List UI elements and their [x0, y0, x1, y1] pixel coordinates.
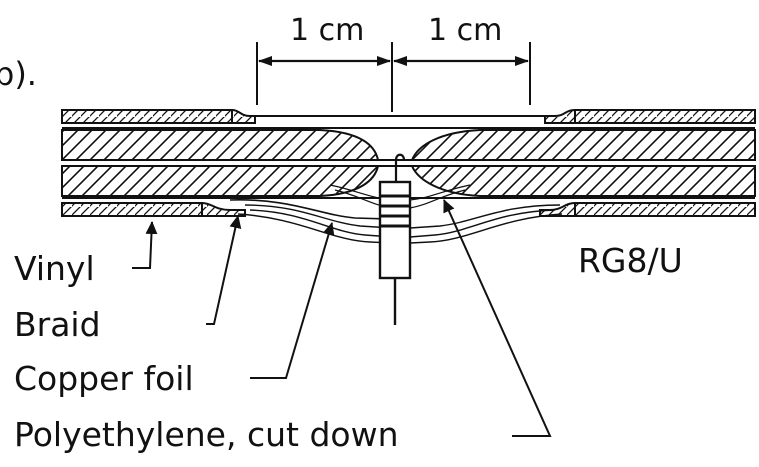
cable: [61, 108, 756, 325]
vinyl-jacket-bottom-right: [574, 202, 756, 217]
dimension-markers: [256, 42, 531, 112]
label-copper-foil: Copper foil: [14, 359, 194, 398]
polyethylene-right: [410, 129, 756, 161]
vinyl-jacket-top-right: [574, 109, 756, 124]
vinyl-jacket-top-left: [61, 109, 233, 124]
label-braid: Braid: [14, 305, 101, 344]
polyethylene-leader: [443, 199, 552, 437]
braid-leader: [206, 215, 242, 325]
panel-label: b).: [0, 55, 37, 93]
dimension-label-right: 1 cm: [428, 13, 502, 48]
label-vinyl: Vinyl: [14, 249, 95, 288]
label-polyethylene: Polyethylene, cut down: [14, 415, 399, 454]
vinyl-leader: [132, 221, 158, 269]
vinyl-jacket-bottom-left: [61, 202, 203, 217]
dimension-label-left: 1 cm: [290, 13, 364, 48]
label-cable-type: RG8/U: [578, 241, 683, 280]
resistor-body: [378, 180, 412, 280]
label-leaders: [132, 199, 552, 437]
polyethylene-left: [61, 129, 380, 161]
copper-foil-leader: [250, 222, 335, 379]
